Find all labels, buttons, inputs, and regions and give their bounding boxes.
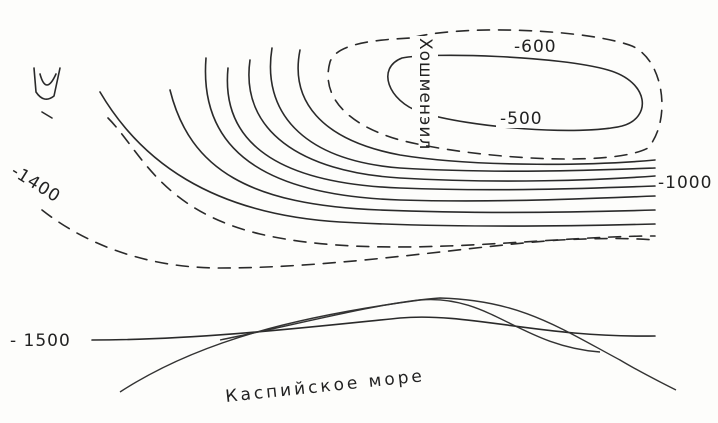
well-symbol-icon bbox=[33, 67, 61, 119]
contour-minus-1500 bbox=[91, 316, 656, 341]
label-1500: - 1500 bbox=[10, 331, 71, 351]
label-600: -600 bbox=[514, 37, 557, 57]
contour-minus-500 bbox=[387, 54, 644, 132]
contour-line-4 bbox=[226, 67, 656, 191]
contour-line-3 bbox=[248, 59, 656, 182]
contour-line-5 bbox=[204, 57, 656, 202]
contour-line-6 bbox=[169, 89, 656, 214]
contour-line-7 bbox=[99, 91, 656, 227]
contour-line-2 bbox=[269, 47, 656, 172]
contour-line-1 bbox=[297, 49, 656, 166]
label-500: -500 bbox=[500, 109, 543, 129]
label-1000: -1000 bbox=[658, 173, 712, 193]
contour-deep-dashed bbox=[41, 209, 656, 269]
coastline-2 bbox=[219, 297, 677, 391]
sea-name-label: Каспийское море bbox=[224, 366, 425, 407]
label-1400: -1400 bbox=[7, 161, 64, 207]
field-name-label: Хошменэил bbox=[415, 38, 435, 150]
contour-minus-600 bbox=[327, 29, 663, 160]
